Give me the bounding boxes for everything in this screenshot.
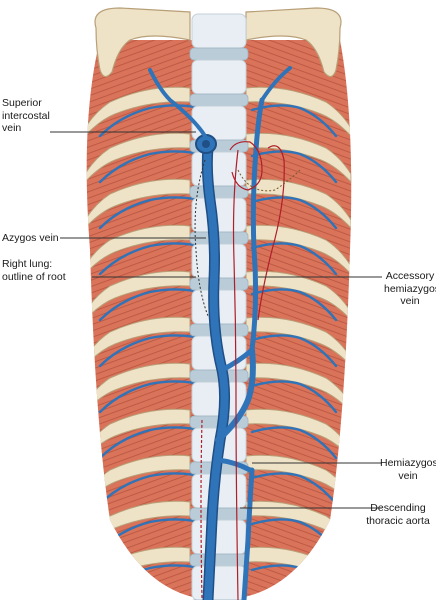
intercostal-vein: [250, 104, 338, 138]
intercostal-vein: [250, 150, 338, 184]
label-right-lung-root: Right lung: outline of root: [2, 258, 66, 283]
vertebral-body: [191, 197, 247, 233]
intercostal-vein: [98, 472, 210, 506]
rib: [86, 316, 191, 368]
intervertebral-disc: [189, 47, 249, 61]
intercostal-vein: [250, 334, 338, 368]
vertebral-body: [191, 105, 247, 141]
right-lung-root-outline: [194, 159, 209, 317]
aorta-left-edge: [200, 419, 203, 600]
intercostal-vein: [250, 288, 338, 322]
left-first-rib: [245, 7, 342, 78]
rib: [86, 546, 191, 598]
leader-lines: [50, 131, 382, 509]
left-lung-root-outline: [237, 169, 301, 192]
rib: [86, 454, 191, 506]
vertebral-body: [191, 59, 247, 95]
rib: [86, 362, 191, 414]
hemiazygos-crossing: [215, 457, 253, 473]
intercostal-vein: [98, 334, 210, 368]
aorta-and-lung-outlines: [194, 141, 301, 600]
intercostal-vein: [98, 242, 210, 276]
rib: [86, 224, 191, 276]
intercostal-vein: [98, 196, 210, 230]
intercostal-vein: [98, 426, 210, 460]
intercostal-vein: [250, 380, 338, 414]
vertebral-body: [191, 13, 247, 49]
azygos-arch-lumen: [202, 140, 210, 148]
label-azygos-vein: Azygos vein: [2, 232, 59, 244]
rib: [86, 408, 191, 460]
intervertebral-disc: [189, 507, 249, 521]
right-first-rib: [94, 7, 191, 78]
intercostal-vein: [98, 104, 210, 138]
label-hemiazygos-vein: Hemiazygos vein: [380, 457, 436, 482]
accessory-hemiazygos-vein: [249, 97, 265, 353]
aortic-arch-inner: [229, 141, 263, 191]
intervertebral-disc: [189, 93, 249, 107]
vertebral-body: [191, 151, 247, 187]
intercostal-vein: [250, 196, 338, 230]
label-accessory-hemiazygos-vein: Accessory hemiazygos vein: [384, 270, 436, 307]
label-descending-thoracic-aorta: Descending thoracic aorta: [366, 502, 430, 527]
rib: [86, 178, 191, 230]
rib: [86, 500, 191, 552]
intercostal-vein: [250, 242, 338, 276]
intercostal-vein: [98, 150, 210, 184]
label-superior-intercostal-vein: Superior intercostal vein: [2, 97, 50, 134]
accessory-hemiazygos-crossing: [219, 347, 255, 373]
hemiazygos-lower: [241, 467, 255, 600]
rib: [86, 270, 191, 322]
rib: [86, 86, 191, 138]
right-superior-intercostal-vein: [148, 68, 207, 138]
vertebral-body: [191, 519, 247, 555]
hemiazygos-vein: [215, 347, 256, 443]
intercostal-vein: [250, 472, 338, 506]
rib: [86, 132, 191, 184]
intercostal-vein: [98, 380, 210, 414]
first-ribs: [94, 7, 342, 78]
aortic-arch-outline: [257, 145, 285, 321]
intervertebral-disc: [189, 553, 249, 567]
intercostal-vein: [98, 288, 210, 322]
left-superior-intercostal-vein: [260, 66, 292, 102]
intercostal-vein: [250, 426, 338, 460]
venous-system: [148, 66, 292, 600]
aorta-right-edge: [232, 149, 239, 600]
